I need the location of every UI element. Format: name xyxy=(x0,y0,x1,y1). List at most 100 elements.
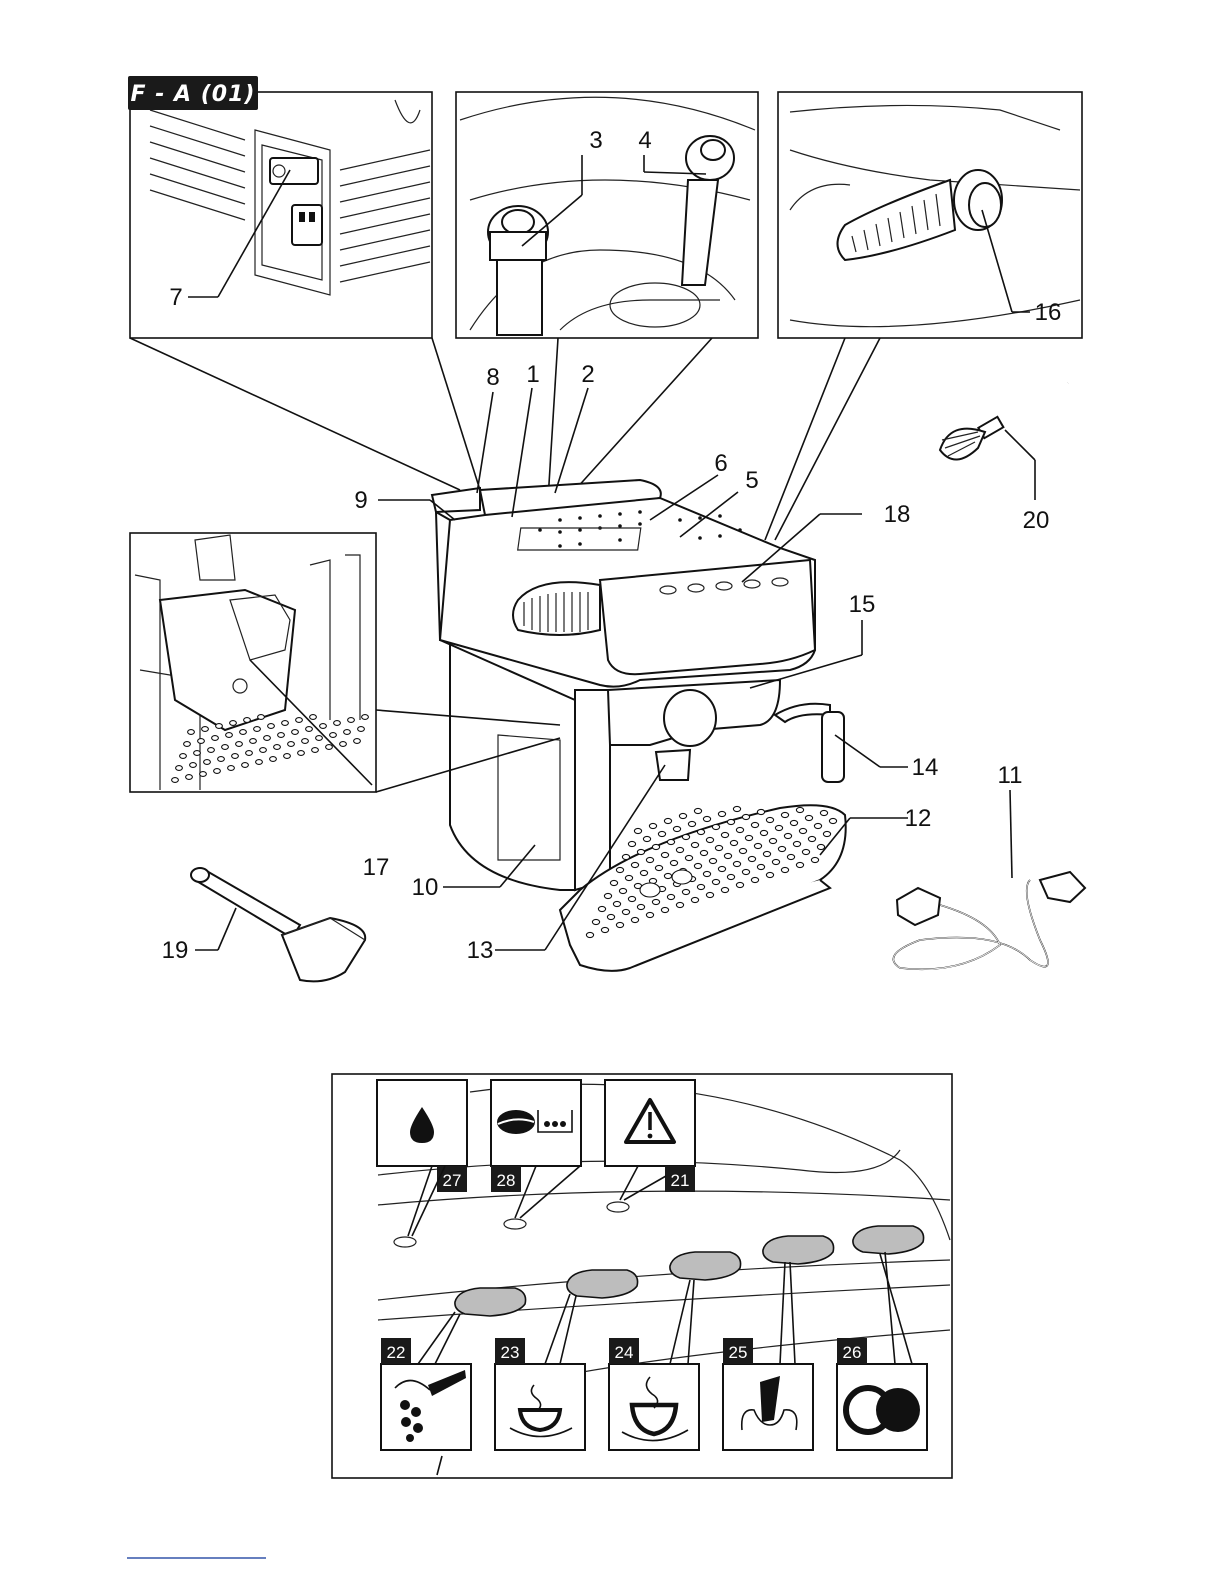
tray-hole xyxy=(781,867,788,872)
tray-hole xyxy=(619,888,626,893)
inset-tray-hole xyxy=(172,778,179,783)
tray-hole xyxy=(706,892,713,897)
inset-tray-hole xyxy=(268,724,275,729)
inset-tray-hole xyxy=(200,772,207,777)
tray-hole xyxy=(625,875,632,880)
inset-tray-holes xyxy=(172,715,369,783)
callout-20: 20 xyxy=(1023,507,1050,534)
inset-tray-hole xyxy=(278,733,285,738)
callout-9: 9 xyxy=(354,487,367,514)
measuring-scoop xyxy=(191,868,365,981)
tray-hole xyxy=(772,859,779,864)
tray-hole xyxy=(781,812,788,817)
tray-hole xyxy=(823,831,830,836)
tray-hole xyxy=(661,907,668,912)
tray-hole xyxy=(652,844,659,849)
button-24[interactable] xyxy=(670,1252,741,1280)
tray-hole xyxy=(637,849,644,854)
control-panel-detail: 27 28 21 22 23 24 25 26 xyxy=(332,1074,952,1478)
inset-tray-hole xyxy=(362,715,369,720)
inset-tray-hole xyxy=(312,748,319,753)
tray-hole xyxy=(667,839,674,844)
inset-tray-hole xyxy=(288,742,295,747)
button-22[interactable] xyxy=(455,1288,526,1316)
tray-hole xyxy=(730,840,737,845)
tray-hole xyxy=(733,806,740,811)
inset-tray-hole xyxy=(330,733,337,738)
tray-hole xyxy=(691,897,698,902)
tray-hole xyxy=(742,869,749,874)
tray-hole xyxy=(808,836,815,841)
tray-hole xyxy=(592,919,599,924)
tray-hole xyxy=(793,841,800,846)
tray-hole xyxy=(682,834,689,839)
inset-tray-hole xyxy=(282,721,289,726)
inset-tray-hole xyxy=(316,736,323,741)
tray-hole xyxy=(796,807,803,812)
tray-hole xyxy=(706,837,713,842)
tray-hole xyxy=(757,809,764,814)
inset-tray-hole xyxy=(208,748,215,753)
tray-hole xyxy=(724,853,731,858)
tray-hole xyxy=(796,862,803,867)
tray-hole xyxy=(778,846,785,851)
inset-tray-hole xyxy=(302,739,309,744)
tray-hole xyxy=(670,860,677,865)
tray-hole xyxy=(655,865,662,870)
tray-hole xyxy=(766,872,773,877)
callout-8: 8 xyxy=(486,364,499,391)
inset-tray-hole xyxy=(250,739,257,744)
tray-hole xyxy=(700,850,707,855)
callout-12: 12 xyxy=(905,805,932,832)
inset-tray-hole xyxy=(214,769,221,774)
tray-hole xyxy=(694,808,701,813)
inset-tray-hole xyxy=(188,730,195,735)
tray-hole xyxy=(751,822,758,827)
tray-hole xyxy=(766,817,773,822)
button-26[interactable] xyxy=(853,1226,924,1254)
inset-tray-hole xyxy=(202,727,209,732)
inset-tray-hole xyxy=(348,718,355,723)
tray-hole xyxy=(691,842,698,847)
inset-tray-hole xyxy=(236,742,243,747)
inset-tray-hole xyxy=(320,724,327,729)
button-23[interactable] xyxy=(567,1270,638,1298)
inset-tray-hole xyxy=(264,736,271,741)
inset-tray-hole xyxy=(296,718,303,723)
inset-dials xyxy=(456,92,758,338)
tray-hole xyxy=(739,848,746,853)
tray-hole xyxy=(751,877,758,882)
inset-tray-hole xyxy=(194,751,201,756)
tray-hole xyxy=(736,827,743,832)
tray-hole xyxy=(805,815,812,820)
tray-hole xyxy=(658,831,665,836)
inset-tray-hole xyxy=(222,745,229,750)
tray-hole xyxy=(715,845,722,850)
tray-hole xyxy=(697,829,704,834)
tray-hole xyxy=(688,821,695,826)
inset-tray-hole xyxy=(176,766,183,771)
badge-27: 27 xyxy=(443,1171,462,1190)
tray-hole xyxy=(721,832,728,837)
tray-hole xyxy=(664,873,671,878)
tray-hole xyxy=(718,866,725,871)
inset-tray-hole xyxy=(326,745,333,750)
tray-hole xyxy=(631,862,638,867)
tray-hole xyxy=(733,861,740,866)
tray-hole xyxy=(610,880,617,885)
tray-hole xyxy=(820,810,827,815)
inset-tray-hole xyxy=(242,763,249,768)
callout-3: 3 xyxy=(589,127,602,154)
tray-hole xyxy=(721,887,728,892)
tray-hole xyxy=(703,871,710,876)
tray-hole xyxy=(613,901,620,906)
inset-tray-hole xyxy=(334,721,341,726)
figure-code-badge: F - A (01) xyxy=(128,76,258,110)
button-25[interactable] xyxy=(763,1236,834,1264)
callout-16: 16 xyxy=(1035,299,1062,326)
callout-11: 11 xyxy=(998,762,1023,789)
callout-2: 2 xyxy=(581,361,594,388)
inset-tray-hole xyxy=(258,715,265,720)
callout-15: 15 xyxy=(849,591,876,618)
tray-hole xyxy=(634,828,641,833)
